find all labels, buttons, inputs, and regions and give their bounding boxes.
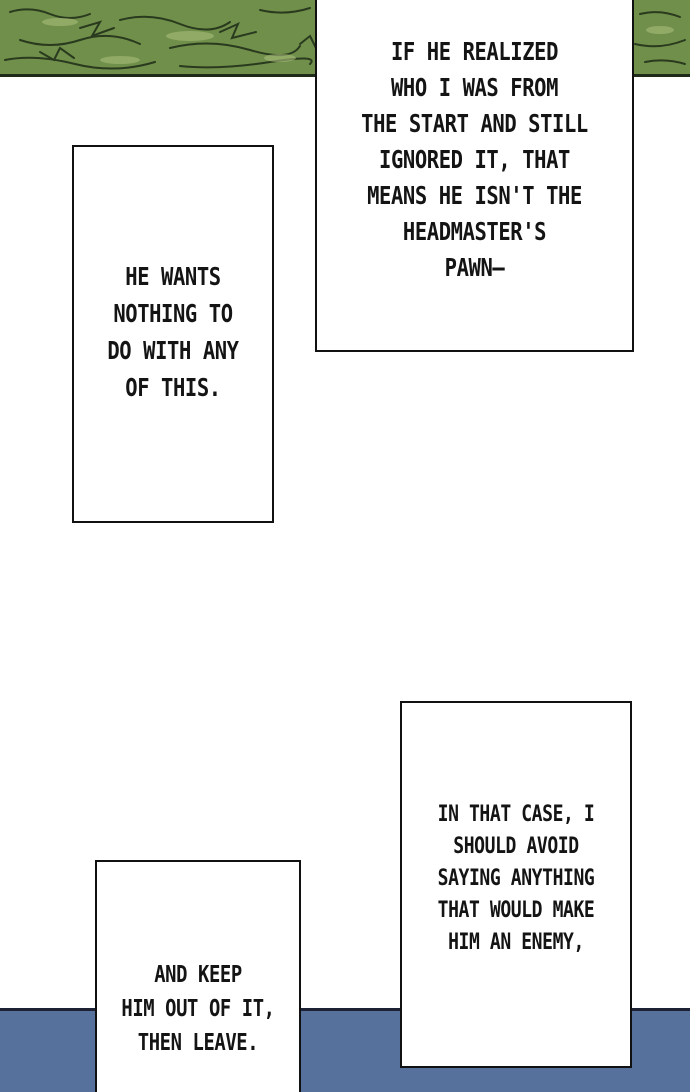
caption-box-in-that-case: IN THAT CASE, I SHOULD AVOID SAYING ANYT… <box>400 701 632 1068</box>
caption-text-realized: IF HE REALIZED WHO I WAS FROM THE START … <box>361 37 588 282</box>
caption-text-wants-nothing: HE WANTS NOTHING TO DO WITH ANY OF THIS. <box>107 262 239 402</box>
caption-box-wants-nothing: HE WANTS NOTHING TO DO WITH ANY OF THIS. <box>72 145 274 523</box>
caption-text-in-that-case: IN THAT CASE, I SHOULD AVOID SAYING ANYT… <box>437 802 595 955</box>
caption-box-keep-him-out: AND KEEP HIM OUT OF IT, THEN LEAVE. <box>95 860 301 1092</box>
caption-box-realized: IF HE REALIZED WHO I WAS FROM THE START … <box>315 0 634 352</box>
grass-texture <box>4 7 686 70</box>
caption-text-keep-him-out: AND KEEP HIM OUT OF IT, THEN LEAVE. <box>121 962 275 1056</box>
